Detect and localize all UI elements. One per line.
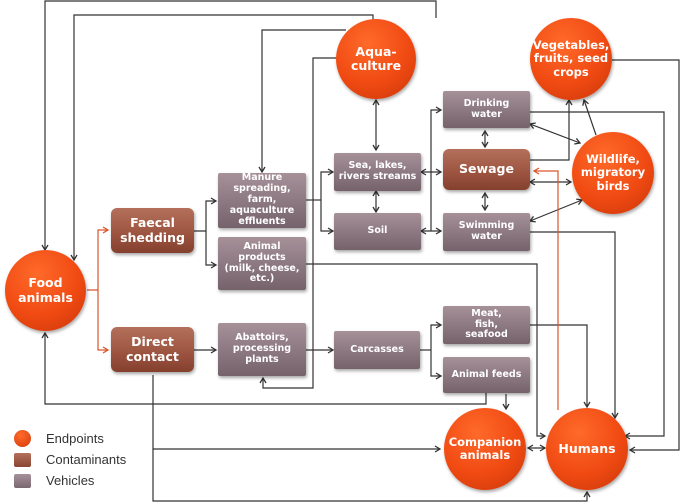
edge-vegetables-humans	[612, 59, 680, 454]
edge-drinking-humans	[530, 111, 665, 440]
edge-meat-humans	[530, 324, 591, 409]
node-food-animals[interactable]: Food animals	[5, 250, 86, 331]
node-animal-products[interactable]: Animal products (milk, cheese, etc.)	[218, 237, 306, 290]
edge-products-humans	[306, 263, 547, 440]
legend-item-endpoints: Endpoints	[14, 428, 126, 449]
node-sea-lakes[interactable]: Sea, lakes, rivers streams	[334, 153, 421, 191]
legend-item-vehicles: Vehicles	[14, 470, 126, 491]
legend-item-contaminants: Contaminants	[14, 449, 126, 470]
node-direct-contact[interactable]: Direct contact	[111, 327, 194, 372]
node-swimming-water[interactable]: Swimming water	[443, 213, 530, 251]
node-vegetables[interactable]: Vegetables, fruits, seed crops	[530, 18, 612, 100]
legend-label: Contaminants	[46, 452, 127, 467]
node-humans[interactable]: Humans	[546, 408, 628, 490]
node-wildlife[interactable]: Wildlife, migratory birds	[572, 132, 654, 214]
edge-vegetables-food-animals	[41, 0, 437, 252]
edge-carcasses-meat	[430, 321, 443, 350]
edge-manure-sea	[320, 168, 335, 200]
node-soil[interactable]: Soil	[334, 213, 421, 250]
edge-faecal-products	[205, 231, 218, 269]
edge-aquaculture-abattoirs	[259, 57, 346, 389]
edge-humans-sewage	[532, 167, 559, 410]
edge-direct-humans	[152, 449, 591, 502]
endpoint-swatch-icon	[14, 430, 31, 447]
node-sewage[interactable]: Sewage	[443, 149, 530, 190]
edge-swimming-wildlife	[528, 198, 584, 223]
edge-sea-drinking	[430, 106, 443, 231]
node-companion-animals[interactable]: Companion animals	[444, 408, 526, 490]
edge-food-direct	[97, 290, 110, 354]
node-faecal-shedding[interactable]: Faecal shedding	[111, 208, 194, 253]
vehicle-swatch-icon	[14, 473, 31, 488]
node-animal-feeds[interactable]: Animal feeds	[443, 357, 530, 393]
node-carcasses[interactable]: Carcasses	[334, 331, 420, 369]
edge-sewage-vegetables	[530, 98, 573, 161]
node-manure[interactable]: Manure spreading, farm, aquaculture effl…	[218, 172, 306, 228]
node-aquaculture[interactable]: Aqua-culture	[336, 19, 416, 99]
edge-drinking-wildlife	[528, 122, 582, 145]
node-drinking-water[interactable]: Drinking water	[443, 91, 530, 128]
node-meat-fish[interactable]: Meat, fish, seafood	[443, 306, 530, 344]
legend-label: Vehicles	[46, 473, 95, 488]
edge-wildlife-vegetables	[582, 98, 597, 136]
edge-aquaculture-manure	[258, 29, 346, 174]
legend-label: Endpoints	[46, 431, 104, 446]
legend: Endpoints Contaminants Vehicles	[14, 428, 126, 491]
edge-direct-companion	[152, 375, 442, 453]
contaminant-swatch-icon	[14, 452, 31, 467]
edge-food-faecal	[87, 226, 110, 291]
edge-faecal-manure	[194, 197, 218, 232]
edge-manure-soil	[320, 200, 335, 235]
node-abattoirs[interactable]: Abattoirs, processing plants	[218, 323, 306, 376]
edge-carcasses-feeds	[430, 350, 443, 380]
